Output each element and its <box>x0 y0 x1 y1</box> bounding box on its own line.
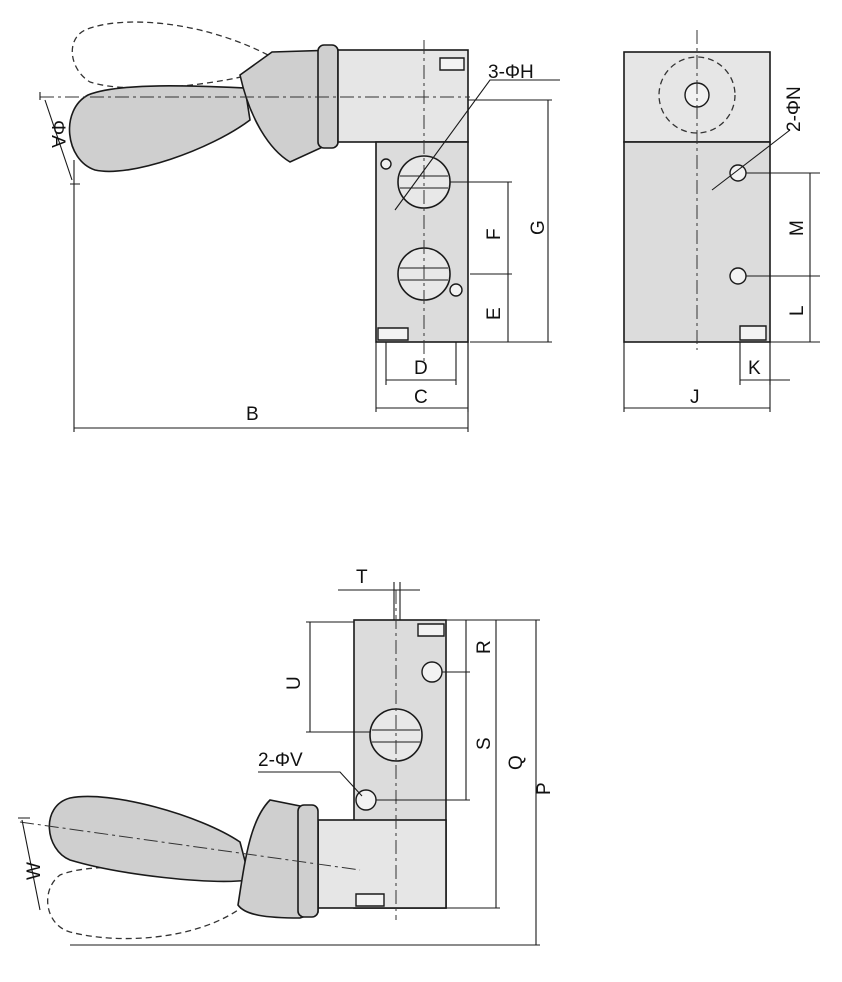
bottom-handle-grip <box>48 795 252 883</box>
dim-q <box>446 620 500 909</box>
label-r: R <box>474 640 495 654</box>
label-q: Q <box>506 755 527 770</box>
label-w: W <box>24 862 45 880</box>
front-phantom-handle <box>71 21 269 89</box>
label-p: P <box>534 782 555 795</box>
label-c: C <box>414 387 428 408</box>
label-l: L <box>787 305 808 316</box>
bottom-hole-r <box>421 661 443 683</box>
label-h-holes: 3-ΦH <box>488 62 534 83</box>
dim-r <box>442 620 470 673</box>
dim-n-leader <box>711 129 791 191</box>
bottom-collar-ring <box>297 804 319 918</box>
bottom-handle-axis <box>19 821 361 871</box>
label-s: S <box>474 737 495 750</box>
dim-h-leader <box>394 79 560 211</box>
dim-d <box>385 342 457 385</box>
dim-c <box>375 342 469 412</box>
dim-phi-a <box>39 92 80 185</box>
side-bottom-notch <box>739 325 767 341</box>
label-n-holes: 2-ΦN <box>784 86 805 132</box>
label-v-holes: 2-ΦV <box>258 750 303 771</box>
side-view <box>623 30 820 412</box>
bottom-foot <box>355 893 385 907</box>
dim-g <box>468 99 552 342</box>
side-phantom-circle <box>658 56 736 134</box>
label-k: K <box>748 358 761 379</box>
front-pin-hole <box>449 283 463 297</box>
label-d: D <box>414 358 428 379</box>
front-side-hole <box>380 158 392 170</box>
dim-u <box>306 621 370 733</box>
dim-s <box>376 672 470 801</box>
bottom-top-notch <box>417 623 445 637</box>
front-top-notch <box>439 57 465 71</box>
label-e: E <box>484 307 505 320</box>
side-hole-lower <box>729 267 747 285</box>
label-t: T <box>356 567 368 588</box>
label-j: J <box>690 387 700 408</box>
dim-k <box>739 342 790 385</box>
bottom-view <box>18 582 540 946</box>
dim-e <box>470 273 552 343</box>
dim-p <box>70 619 540 946</box>
label-m: M <box>787 220 808 236</box>
dim-f <box>450 181 512 274</box>
label-u: U <box>284 676 305 690</box>
front-bottom-foot <box>377 327 409 341</box>
label-b: B <box>246 404 259 425</box>
dim-t <box>338 582 420 620</box>
dim-v-leader <box>258 771 363 797</box>
front-view <box>39 21 560 432</box>
dim-m <box>746 172 820 276</box>
side-hole-upper <box>729 164 747 182</box>
label-g: G <box>528 220 549 235</box>
label-phi-a: ΦA <box>47 120 68 148</box>
dim-l <box>746 275 820 343</box>
dim-w <box>18 817 41 911</box>
label-f: F <box>484 228 505 240</box>
front-handle-grip <box>68 85 251 173</box>
